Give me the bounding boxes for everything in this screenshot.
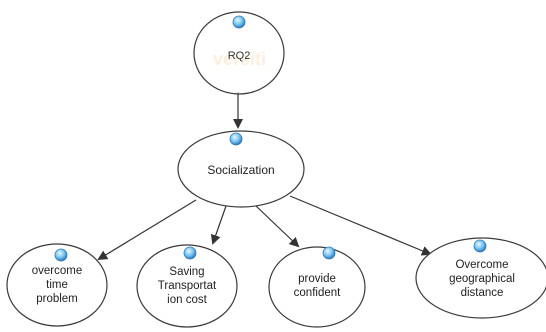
blue-circle-icon <box>473 239 487 253</box>
node-overcome-time[interactable] <box>6 243 108 327</box>
edge-socialization-to-provide-confident <box>255 205 300 248</box>
edge-socialization-to-overcome-distance <box>289 195 432 256</box>
root-node-label: RQ2 <box>227 50 251 62</box>
blue-circle-icon <box>232 15 246 29</box>
blue-circle-icon <box>183 246 197 260</box>
blue-circle-icon <box>54 248 68 262</box>
blue-circle-icon <box>322 246 336 260</box>
edge-socialization-to-overcome-time <box>97 199 197 261</box>
socialization-node-label: Socialization <box>207 163 275 177</box>
overcome-distance-node-label: Overcome geographical distance <box>449 259 515 299</box>
saving-transport-node-label: Saving Transportat ion cost <box>157 266 217 306</box>
node-root[interactable] <box>193 11 285 95</box>
blue-circle-icon <box>229 132 243 146</box>
node-socialization[interactable] <box>177 130 305 208</box>
node-overcome-distance[interactable] <box>415 237 546 319</box>
edge-socialization-to-saving-transport <box>210 205 227 245</box>
overcome-time-node-label: overcome time problem <box>31 265 83 305</box>
node-provide-confident[interactable] <box>268 246 366 328</box>
node-saving-transport[interactable] <box>136 244 238 328</box>
provide-confident-node-label: provide confident <box>293 273 341 299</box>
